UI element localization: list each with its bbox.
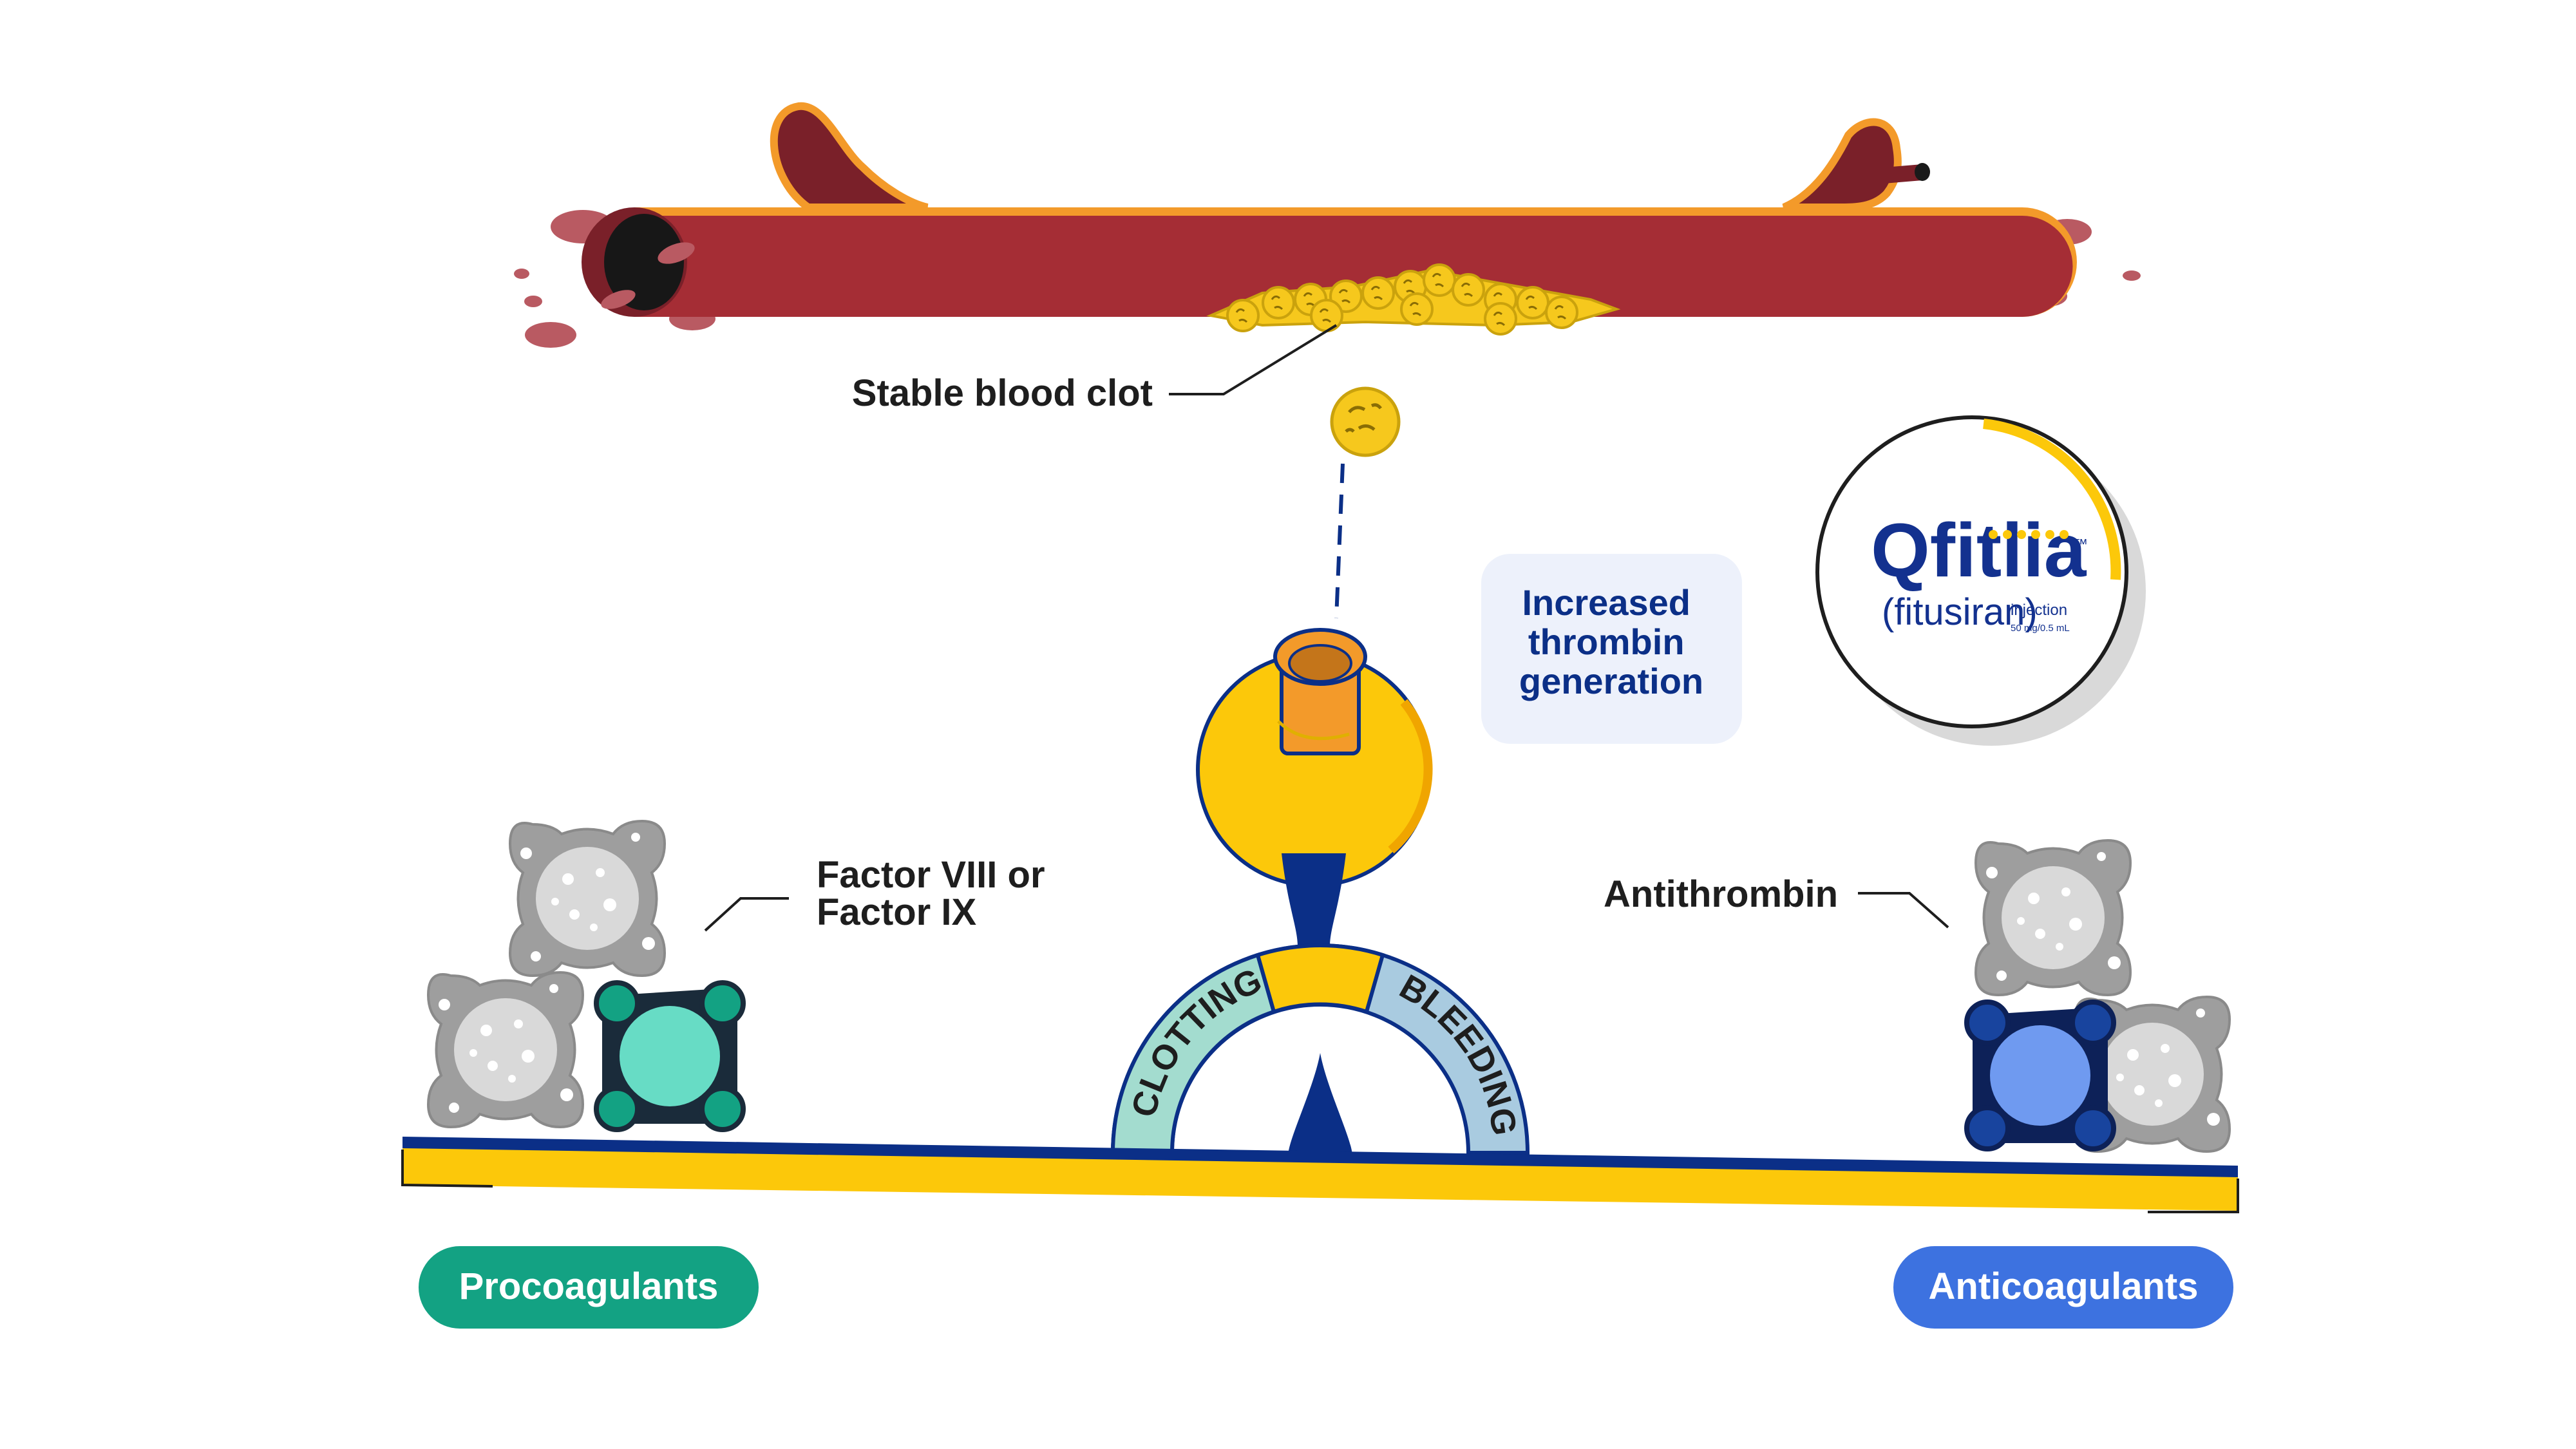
logo-dots bbox=[1989, 530, 2069, 539]
clot-particle bbox=[1330, 386, 1401, 457]
balance-beam bbox=[401, 1137, 2239, 1213]
anticoagulant-group bbox=[1964, 839, 2231, 1153]
factor-label: Factor VIII or Factor IX bbox=[817, 854, 1056, 933]
antithrombin-leader-line bbox=[1858, 892, 1949, 929]
blood-vessel bbox=[514, 102, 2141, 348]
increased-thrombin-callout: Increased thrombin generation bbox=[1481, 554, 1742, 744]
logo-brand: Qfitlia bbox=[1871, 508, 2087, 593]
gauge-bleeding-label: BLEEDING bbox=[1393, 967, 1524, 1138]
red-blood-cell bbox=[514, 269, 529, 279]
procoagulant-group bbox=[427, 820, 746, 1132]
thrombin-flask bbox=[1196, 628, 1433, 992]
svg-text:Procoagulants: Procoagulants bbox=[459, 1265, 719, 1307]
logo-trademark: ™ bbox=[2074, 536, 2088, 552]
logo-dose: 50 mg/0.5 mL bbox=[2011, 623, 2070, 634]
red-blood-cell bbox=[524, 296, 542, 307]
svg-text:Anticoagulants: Anticoagulants bbox=[1929, 1265, 2199, 1307]
procoagulants-pill: Procoagulants bbox=[419, 1246, 759, 1329]
grey-factor-shape bbox=[1975, 839, 2132, 996]
red-blood-cell bbox=[2123, 270, 2141, 281]
red-blood-cell bbox=[525, 322, 576, 348]
factor-leader-line bbox=[704, 897, 789, 932]
grey-factor-shape bbox=[427, 971, 584, 1128]
svg-text:Increased thrombin: Increased thrombin generation bbox=[1519, 582, 1703, 701]
factor-viii-ix-shape bbox=[594, 980, 746, 1132]
antithrombin-label: Antithrombin bbox=[1604, 873, 1838, 915]
stable-blood-clot bbox=[1206, 263, 1621, 336]
anticoagulants-pill: Anticoagulants bbox=[1893, 1246, 2233, 1329]
qfitlia-logo: Qfitlia ™ (fitusiran) injection 50 mg/0.… bbox=[1815, 415, 2146, 746]
logo-generic: (fitusiran) bbox=[1882, 591, 2038, 633]
stable-clot-label: Stable blood clot bbox=[852, 372, 1153, 414]
logo-form: injection bbox=[2011, 601, 2067, 619]
dashed-connector bbox=[1334, 463, 1345, 619]
grey-factor-shape bbox=[509, 820, 666, 977]
antithrombin-shape bbox=[1964, 999, 2116, 1151]
stable-clot-leader-line bbox=[1169, 324, 1338, 395]
